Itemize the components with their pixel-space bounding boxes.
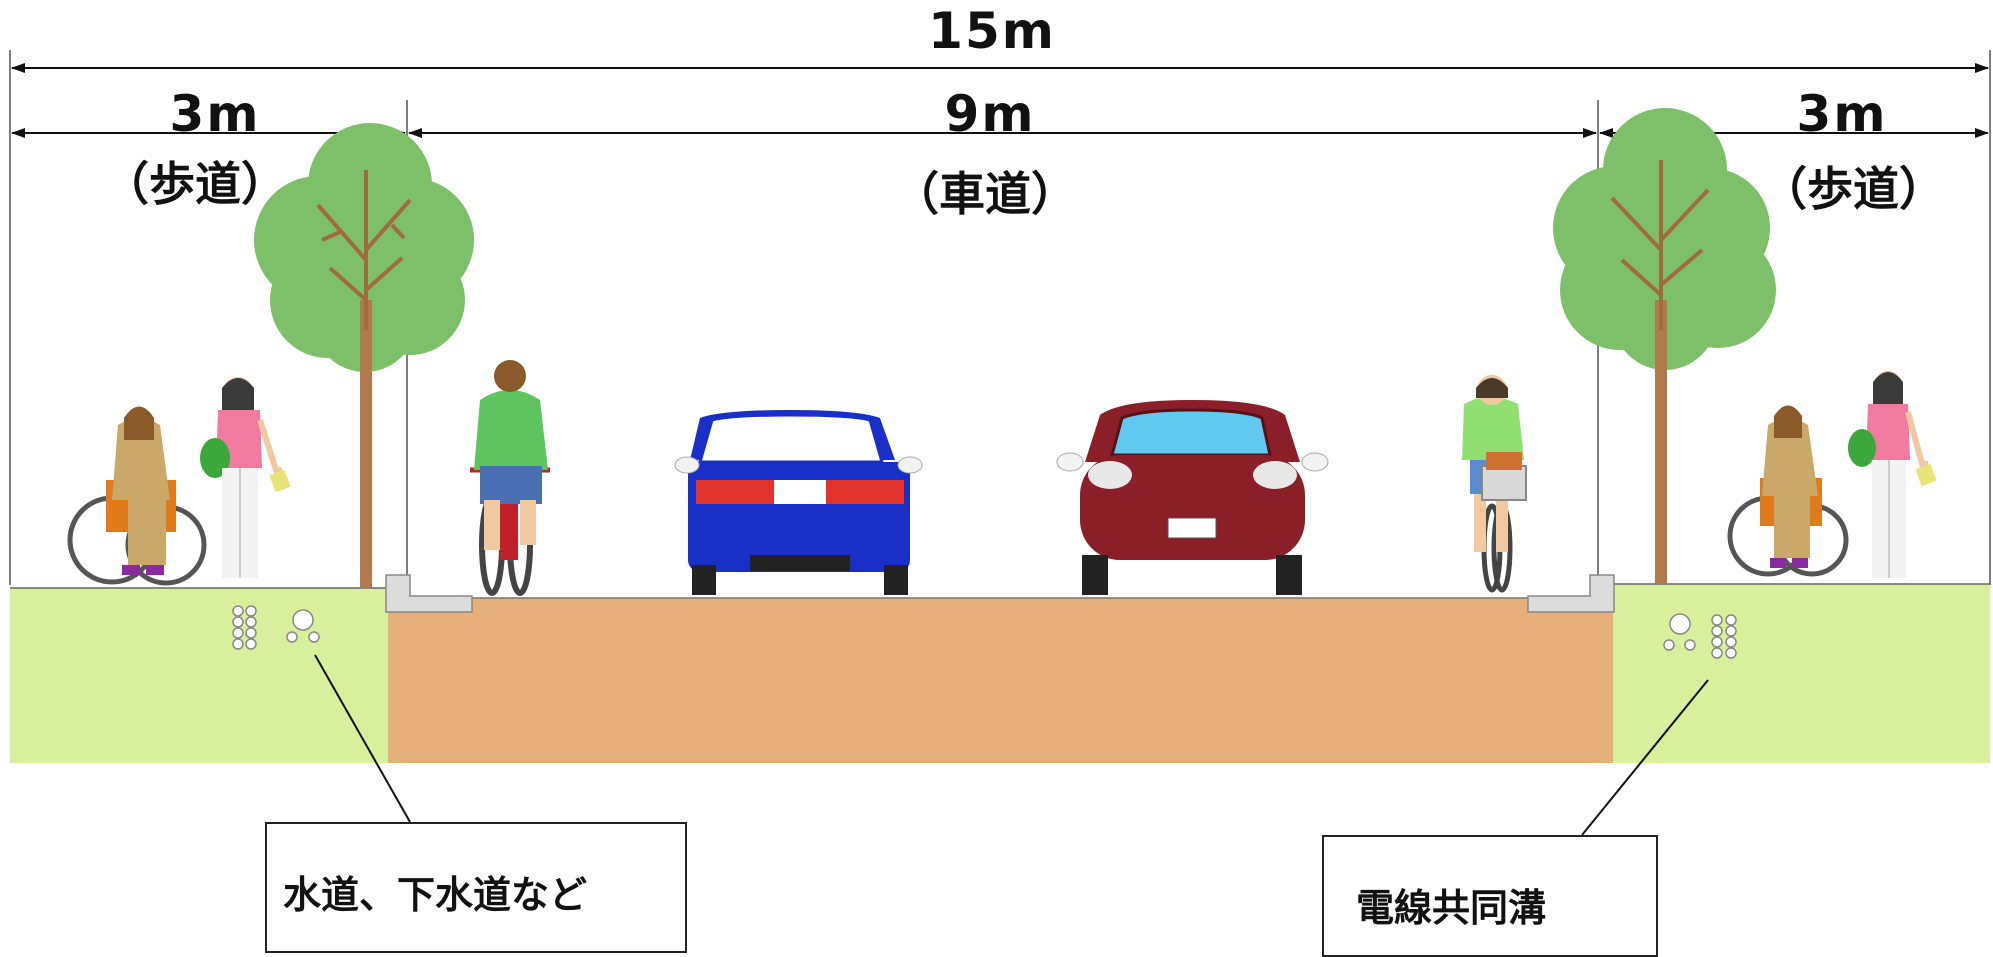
water-sewer-callout-text: 水道、下水道など [283, 873, 588, 917]
left-curb [385, 574, 473, 613]
right-sidewalk-width-label: 3m [1796, 85, 1888, 143]
tree-left [254, 123, 474, 588]
roadway-surface [388, 598, 1613, 763]
right-sidewalk [1613, 584, 1990, 763]
left-callout-leader [314, 654, 411, 823]
right-sidewalk-label: （歩道） [1761, 162, 1945, 216]
pedestrian-right [1848, 371, 1937, 578]
red-car [1056, 400, 1329, 595]
utility-duct-callout-text: 電線共同溝 [1356, 886, 1547, 930]
cyclist-right [1462, 375, 1527, 593]
cyclist-left [470, 360, 550, 596]
right-callout-leader [1581, 679, 1709, 836]
pedestrian-left [200, 377, 291, 578]
left-sidewalk-width-label: 3m [169, 85, 261, 143]
left-sidewalk [10, 588, 388, 763]
wheelchair-user-left [67, 406, 207, 586]
roadway-label: （車道） [893, 167, 1077, 221]
blue-car [674, 410, 923, 595]
water-sewer-callout: 水道、下水道など [265, 822, 687, 953]
utility-duct-callout: 電線共同溝 [1322, 835, 1658, 957]
wheelchair-user-right [1727, 405, 1849, 577]
utility-duct-pipes [1663, 613, 1737, 659]
roadway-width-label: 9m [944, 85, 1036, 143]
total-width-label: 15m [928, 2, 1056, 60]
tree-right [1553, 108, 1776, 584]
water-sewer-pipes [232, 605, 320, 650]
right-curb [1527, 574, 1615, 613]
left-sidewalk-label: （歩道） [103, 157, 287, 211]
